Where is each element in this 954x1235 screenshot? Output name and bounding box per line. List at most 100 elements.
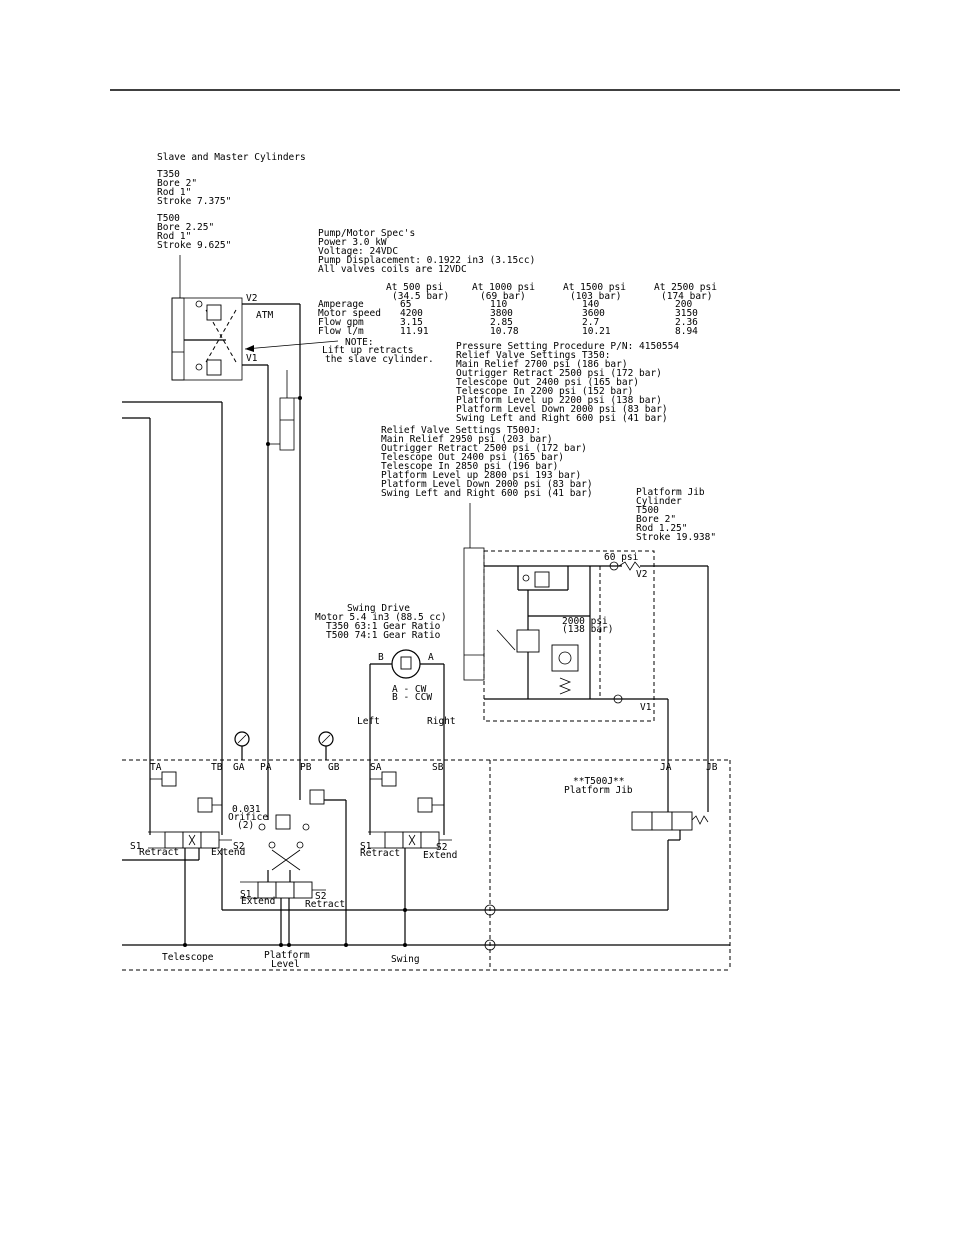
section-swing: Swing	[391, 954, 420, 965]
relief-line: Platform Level up 2200 psi (138 bar)	[456, 395, 662, 406]
t500-line: Stroke 9.625"	[157, 240, 231, 251]
relief-line: Platform Level up 2800 psi 193 bar)	[381, 470, 581, 481]
relief-line: Relief Valve Settings T500J:	[381, 425, 541, 436]
t500-line: Rod 1"	[157, 231, 191, 242]
relief-line: Pressure Setting Procedure P/N: 4150554	[456, 341, 679, 352]
jib-line: Stroke 19.938"	[636, 532, 716, 543]
spec-row-label: Amperage	[318, 299, 364, 310]
tel-retract: Retract	[139, 847, 179, 858]
spec-header: (103 bar)	[570, 291, 621, 302]
t350-line: T350	[157, 169, 180, 180]
crossover-fitting	[484, 939, 496, 951]
swing-line: Swing Drive	[347, 603, 410, 614]
jib-line: Cylinder	[636, 496, 682, 507]
swing-extend: Extend	[423, 850, 457, 861]
plat-retract: Retract	[305, 899, 345, 910]
master-cylinder	[266, 370, 302, 451]
spec-row-label: Flow gpm	[318, 317, 364, 328]
check-valve-lower	[206, 359, 222, 376]
pump-spec-line: Power 3.0 kW	[318, 237, 387, 248]
spec-header: At 500 psi	[386, 282, 443, 293]
spec-header: (69 bar)	[480, 291, 526, 302]
port-v2-label: V2	[246, 293, 257, 304]
t350-line: Rod 1"	[157, 187, 191, 198]
cylinders-note-title: Slave and Master Cylinders	[157, 152, 306, 163]
spec-cell: 2.36	[675, 317, 698, 328]
jib-directional-valve	[631, 811, 709, 831]
tel-extend: Extend	[211, 847, 245, 858]
spec-cell: 10.78	[490, 326, 519, 337]
tel-s1: S1	[130, 841, 142, 852]
section-platform-level: Platform	[264, 950, 310, 961]
spec-cell: 10.21	[582, 326, 611, 337]
port-tb: TB	[211, 762, 223, 773]
swing-motor: B A A - CW B - CCW Left Right	[357, 649, 456, 760]
manifold: TA TB GA PA PB GB SA SB JA JB S1 Retract…	[122, 759, 731, 971]
jib-valve-block: 2000 psi (138 bar) 60 psi V2 V1	[463, 503, 709, 760]
port-pa: PA	[260, 762, 272, 773]
port-ta: TA	[150, 762, 162, 773]
motor-legend-line: B - CCW	[392, 692, 432, 703]
jib-line: Platform Jib	[636, 487, 705, 498]
pump-spec-line: All valves coils are 12VDC	[318, 264, 467, 275]
relief-line: Telescope Out 2400 psi (165 bar)	[456, 377, 639, 388]
spec-cell: 3.15	[400, 317, 423, 328]
spec-header: (174 bar)	[661, 291, 712, 302]
t500-line: T500	[157, 213, 180, 224]
motor-legend-line: A - CW	[392, 684, 427, 695]
spec-cell: 3600	[582, 308, 605, 319]
swing-s1: S1	[360, 841, 372, 852]
spec-cell: 110	[490, 299, 507, 310]
plat-extend: Extend	[241, 896, 275, 907]
swing-line: Motor 5.4 in3 (88.5 cc)	[315, 612, 447, 623]
slave-master-cylinder-block: V2 ATM V1	[171, 255, 339, 760]
spec-cell: 2.85	[490, 317, 513, 328]
port-ja: JA	[660, 762, 672, 773]
orifice-line: 0.031	[232, 804, 261, 815]
plat-s1: S1	[240, 889, 252, 900]
check-valve-upper	[206, 304, 222, 321]
port-ga: GA	[233, 762, 245, 773]
t500-line: Bore 2.25"	[157, 222, 214, 233]
pump-spec-line: Voltage: 24VDC	[318, 246, 398, 257]
relief-line: Platform Level Down 2000 psi (83 bar)	[381, 479, 593, 490]
spec-cell: 3150	[675, 308, 698, 319]
spec-cell: 4200	[400, 308, 423, 319]
jib-port-v2-label: V2	[636, 569, 647, 580]
jib-cylinder-note: Platform Jib Cylinder T500 Bore 2" Rod 1…	[636, 487, 716, 543]
spec-cell: 65	[400, 299, 411, 310]
relief-line: Outrigger Retract 2500 psi (172 bar)	[456, 368, 662, 379]
relief-valve-2000psi	[516, 629, 540, 653]
port-jb: JB	[706, 762, 718, 773]
swing-retract: Retract	[360, 848, 400, 859]
spec-cell: 3800	[490, 308, 513, 319]
spec-cell: 8.94	[675, 326, 698, 337]
motor-port-a: A	[428, 652, 434, 663]
relief-line: Telescope In 2850 psi (196 bar)	[381, 461, 558, 472]
psi-2000-label: 2000 psi	[562, 616, 608, 627]
swing-drive-note: Swing Drive Motor 5.4 in3 (88.5 cc) T350…	[315, 603, 447, 641]
spec-table: At 500 psi (34.5 bar) At 1000 psi (69 ba…	[318, 282, 717, 337]
jib-section-line: Platform Jib	[564, 785, 633, 796]
pump-specs: Pump/Motor Spec's Power 3.0 kW Voltage: …	[318, 228, 535, 275]
plat-s2: S2	[315, 891, 326, 902]
relief-line: Main Relief 2950 psi (203 bar)	[381, 434, 553, 445]
orifice-line: (2)	[237, 820, 254, 831]
relief-line: Platform Level Down 2000 psi (83 bar)	[456, 404, 668, 415]
cylinders-note: Slave and Master Cylinders T350 Bore 2" …	[157, 152, 306, 251]
slave-cylinder-note: NOTE: Lift up retracts the slave cylinde…	[322, 337, 434, 365]
swing-relief-valve-a	[381, 771, 397, 787]
spec-cell: 140	[582, 299, 599, 310]
pump-spec-line: Pump/Motor Spec's	[318, 228, 415, 239]
motor-port-b: B	[378, 652, 384, 663]
spec-cell: 11.91	[400, 326, 429, 337]
spec-header: At 2500 psi	[654, 282, 717, 293]
relief-line: Telescope In 2200 psi (152 bar)	[456, 386, 633, 397]
swing-relief-valve-b	[417, 797, 433, 813]
tel-s2: S2	[233, 841, 244, 852]
bar-138-label: (138 bar)	[562, 624, 613, 635]
spec-header: At 1000 psi	[472, 282, 535, 293]
crossover-fitting	[484, 904, 496, 916]
swing-directional-valve	[368, 831, 452, 849]
jib-port-v1-label: V1	[640, 702, 652, 713]
